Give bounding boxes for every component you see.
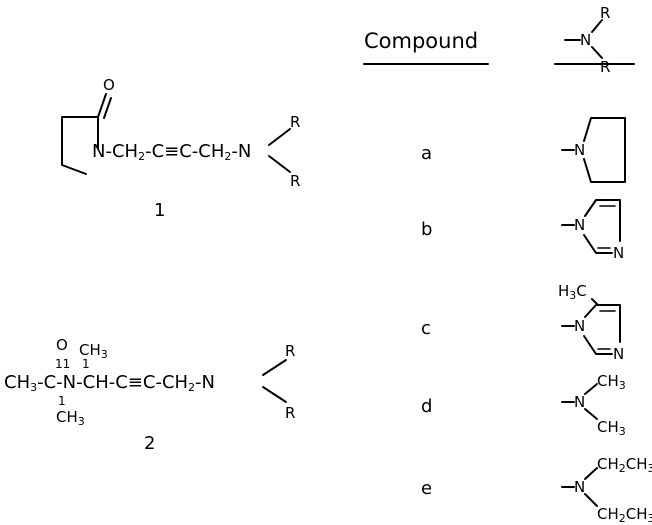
- structure-2-r-top: R: [285, 342, 295, 360]
- row-d-bond-down: [584, 408, 598, 420]
- row-d-ch3-bottom: CH3: [597, 418, 626, 438]
- row-c-n3: N: [613, 345, 624, 363]
- structure-1-oxygen: O: [103, 76, 115, 94]
- structure-2: O 11 CH3 1 CH3-C-N-CH-C≡C-CH2-N 1 CH3 R …: [4, 336, 295, 454]
- table-header: Compound N R R: [363, 4, 635, 76]
- structure-1-r-bond-top: [268, 128, 291, 146]
- structure-2-ch3-bottom: CH3: [56, 408, 85, 428]
- row-e-bond-down: [584, 493, 598, 507]
- structure-2-locant-top: 1: [82, 357, 90, 371]
- methylimidazole-ring: [583, 304, 621, 355]
- structure-2-chain: CH3-C-N-CH-C≡C-CH2-N: [4, 372, 215, 394]
- row-a-n: N: [574, 141, 585, 159]
- header-amine-bond-down: [591, 46, 603, 59]
- compound-c: c: [421, 318, 431, 339]
- structure-2-oxygen: O: [56, 336, 68, 354]
- row-e-bond-up: [584, 467, 598, 480]
- table-row-e: e N CH2CH3 CH2CH3: [421, 455, 652, 525]
- row-c-n1: N: [574, 317, 585, 335]
- table-row-b: b N N: [421, 199, 624, 262]
- row-e-ethyl-top: CH2CH3: [597, 455, 652, 475]
- carbonyl-bond: [97, 93, 107, 118]
- carbonyl-bond-2: [103, 97, 112, 119]
- header-compound: Compound: [364, 29, 478, 53]
- structure-2-label: 2: [144, 433, 155, 454]
- row-d-bond-up: [584, 383, 598, 395]
- table-row-d: d N CH3 CH3: [421, 372, 626, 438]
- row-d-n: N: [574, 393, 585, 411]
- pyrrolidine-ring: [583, 117, 626, 183]
- structure-1: O N-CH2-C≡C-CH2-N R R 1: [61, 76, 300, 221]
- compound-b: b: [421, 219, 432, 240]
- structure-1-chain: N-CH2-C≡C-CH2-N: [92, 141, 251, 163]
- header-amine-n: N: [580, 31, 591, 49]
- structure-2-ch3-top: CH3: [79, 341, 108, 361]
- imidazole-ring: [583, 199, 621, 254]
- compound-d: d: [421, 396, 432, 417]
- structure-2-r-bond-bottom: [262, 386, 287, 403]
- row-e-ethyl-bottom: CH2CH3: [597, 505, 652, 525]
- row-e-n: N: [574, 478, 585, 496]
- row-b-n3: N: [613, 244, 624, 262]
- table-row-a: a N: [421, 117, 626, 183]
- compound-a: a: [421, 143, 432, 164]
- compound-e: e: [421, 478, 432, 499]
- header-amine-bond-up: [591, 19, 603, 33]
- header-amine-r-top: R: [600, 4, 610, 22]
- structure-1-r-bond-bottom: [268, 155, 291, 173]
- row-c-methyl: H3C: [558, 282, 587, 302]
- structure-2-carbonyl-locant: 11: [55, 357, 70, 371]
- table-row-c: c H3C N N: [421, 282, 624, 363]
- structure-1-r-top: R: [290, 113, 300, 131]
- row-b-n1: N: [574, 216, 585, 234]
- structure-2-r-bottom: R: [285, 404, 295, 422]
- structure-2-r-bond-top: [262, 359, 287, 376]
- row-d-ch3-top: CH3: [597, 372, 626, 392]
- structure-2-locant-bottom: 1: [58, 394, 66, 408]
- header-amine-group: N R R: [564, 4, 610, 76]
- header-amine-r-bottom: R: [600, 58, 610, 76]
- structure-1-label: 1: [154, 200, 165, 221]
- structure-1-r-bottom: R: [290, 172, 300, 190]
